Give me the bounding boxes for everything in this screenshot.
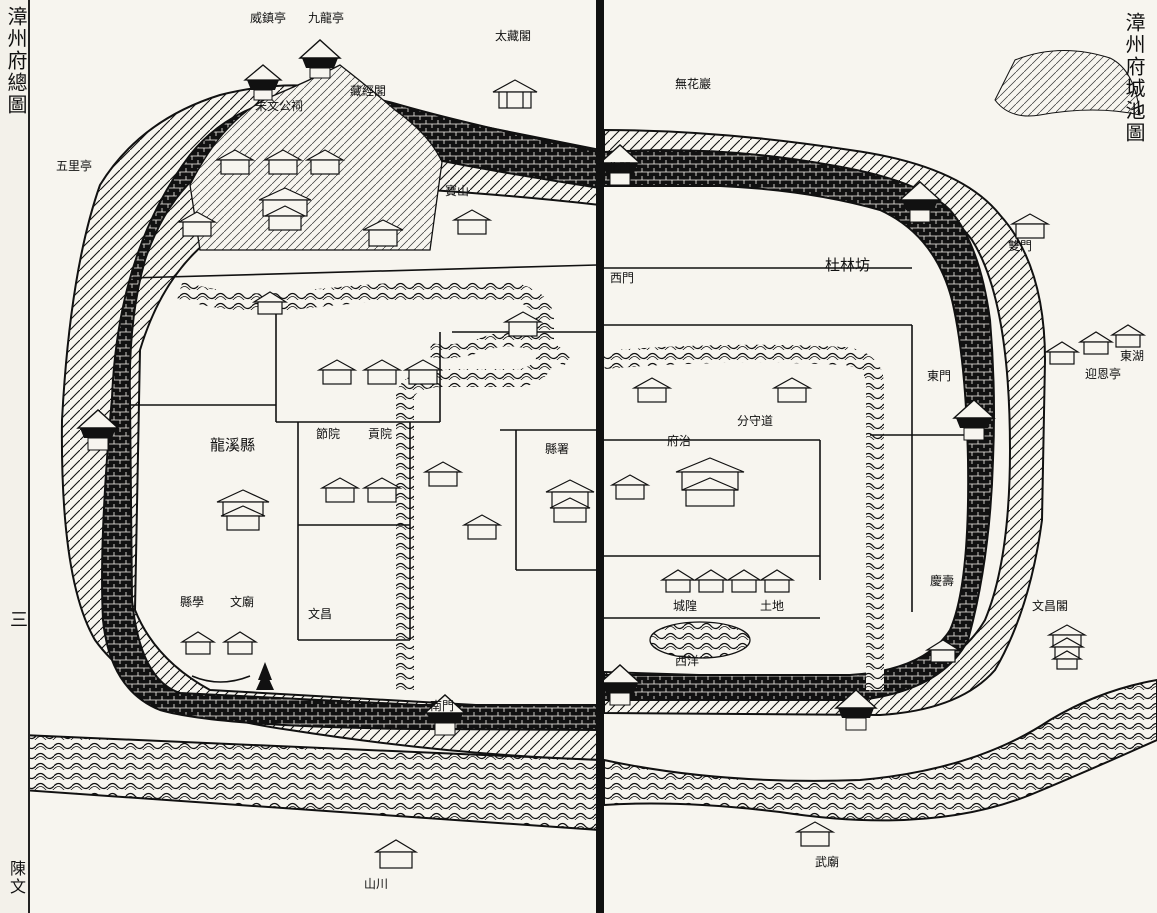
- label-jie-yuan: 節院: [316, 426, 340, 441]
- label-nan-men: 南門: [430, 698, 454, 713]
- label-qing-shou: 慶壽: [930, 573, 954, 588]
- label-gong-yuan: 貢院: [368, 427, 392, 441]
- inner-canal-top: [428, 332, 572, 366]
- pond: [649, 621, 751, 659]
- label-bao-shan: 寶山: [445, 183, 469, 198]
- label-wen-chang: 文昌: [308, 606, 332, 621]
- pine-tree: [256, 662, 274, 690]
- label-wu-li-ting: 五里亭: [56, 158, 92, 173]
- page-number: 三: [7, 610, 28, 630]
- left-margin-strip: [0, 0, 30, 913]
- label-academy: 龍溪縣: [210, 436, 255, 454]
- buildings: [176, 79, 1147, 869]
- inner-canal-left: [177, 281, 554, 690]
- label-bei-men: 北門: [607, 161, 631, 175]
- label-dong-hu: 東湖: [1120, 348, 1144, 363]
- gate-towers: [76, 39, 996, 736]
- label-west-area: 西洋: [675, 653, 699, 668]
- label-xian-xue: 縣學: [180, 595, 204, 609]
- label-ying-en-ting: 迎恩亭: [1085, 366, 1121, 381]
- map-labels: 威鎮亭 九龍亭 太藏閣 無花巖 藏經閣 朱文公祠 寶山 龍溪縣 節院 貢院 文昌…: [56, 10, 1144, 891]
- right-river: [603, 678, 1157, 822]
- label-gate-north: 威鎮亭: [250, 10, 286, 25]
- label-county-office: 縣署: [545, 442, 569, 456]
- label-wen-chang-ge: 文昌閣: [1032, 598, 1068, 613]
- left-compound-lines: [129, 264, 598, 641]
- inner-canal-right: [603, 344, 884, 690]
- right-page-title: 漳州府城池圖: [1122, 12, 1146, 144]
- chen-label: 陳文: [7, 860, 26, 896]
- label-jiang-lin-fang: 杜林坊: [825, 256, 870, 274]
- label-tu-di: 土地: [760, 599, 784, 613]
- book-gutter: [596, 0, 604, 913]
- distant-mountains: [994, 50, 1141, 117]
- label-cheng-huang: 城隍: [673, 599, 697, 613]
- label-shuang-men: 雙門: [1008, 239, 1032, 253]
- left-page-title: 漳州府總圖: [4, 6, 28, 116]
- label-dong-men: 東門: [927, 369, 951, 383]
- label-fu-zhi: 府治: [667, 433, 691, 448]
- label-wu-shan: 武廟: [815, 854, 839, 869]
- label-pavilion: 朱文公祠: [255, 98, 303, 113]
- small-bridge: [191, 675, 251, 683]
- label-library: 藏經閣: [350, 84, 386, 98]
- label-nine-dragons-pavilion: 九龍亭: [308, 10, 344, 25]
- label-xi-men: 西門: [610, 271, 634, 285]
- label-shan-chuan: 山川: [364, 877, 388, 891]
- right-compound-lines: [604, 267, 970, 619]
- label-wen-miao: 文廟: [230, 594, 254, 609]
- label-wu-hua-yan: 無花巖: [675, 76, 711, 91]
- label-tai-rui: 太藏閣: [495, 28, 531, 43]
- label-fen-shou-dao: 分守道: [737, 414, 773, 428]
